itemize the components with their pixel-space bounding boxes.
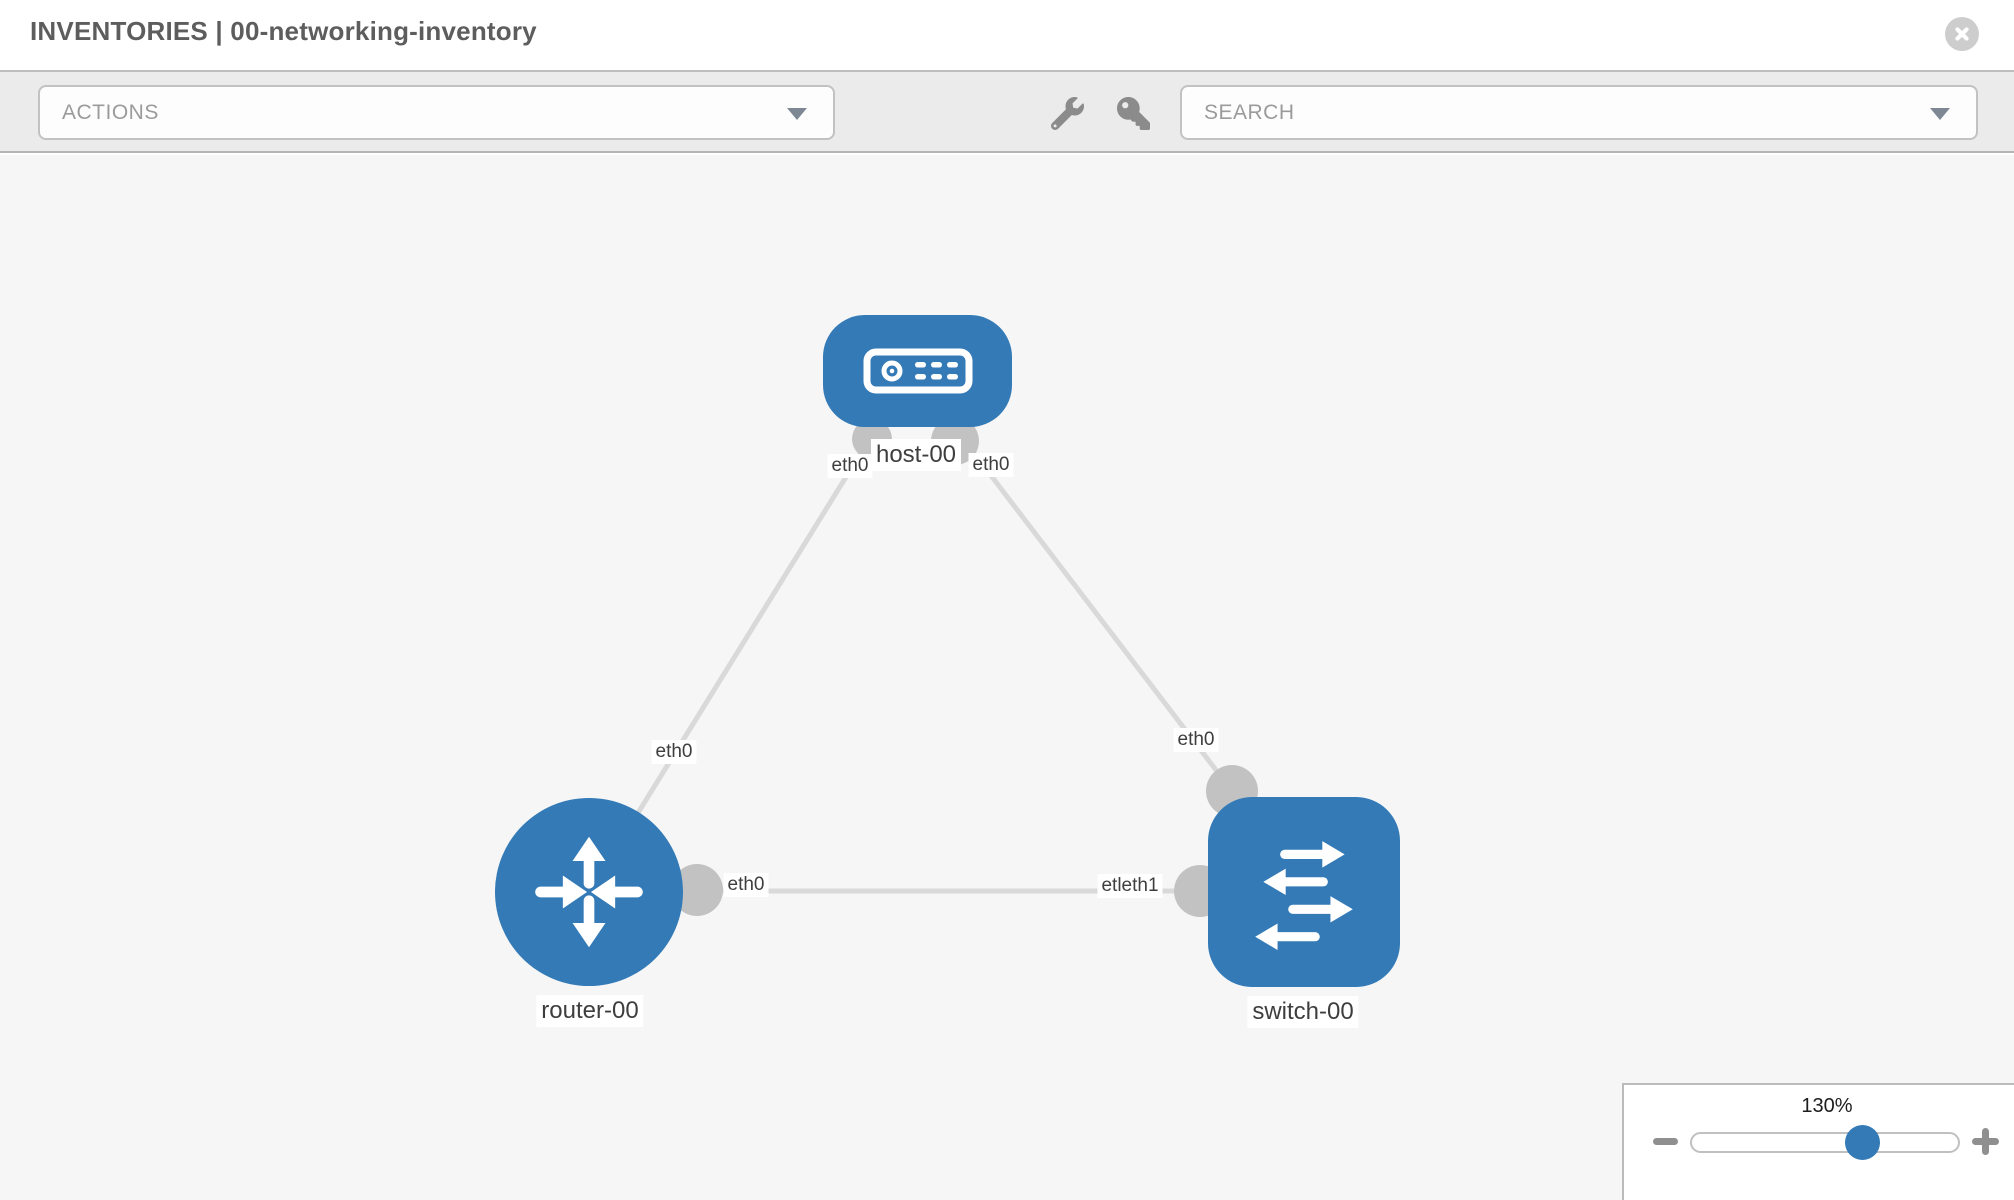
configure-wrench-button[interactable] bbox=[1048, 94, 1086, 132]
zoom-out-button minus-icon[interactable] bbox=[1653, 1138, 1678, 1145]
interface-label-host-eth0-right: eth0 bbox=[968, 453, 1014, 477]
x-circle-icon bbox=[1955, 27, 1969, 41]
zoom-level-value: 130% bbox=[1801, 1095, 1853, 1117]
router-icon bbox=[535, 836, 643, 948]
interface-label-router-eth0-right: eth0 bbox=[723, 873, 769, 897]
interface-label-router-eth0-top: eth0 bbox=[651, 740, 697, 764]
interface-label-host-eth0-left: eth0 bbox=[827, 454, 873, 478]
close-button[interactable] bbox=[1945, 17, 1979, 51]
wrench-icon bbox=[1050, 96, 1084, 130]
node-host-00[interactable] bbox=[823, 315, 1012, 427]
zoom-control-panel: 130% bbox=[1622, 1083, 2014, 1200]
chevron-down-icon bbox=[787, 107, 807, 120]
interface-label-switch-eth1-left: etleth1 bbox=[1097, 874, 1163, 898]
topology-canvas[interactable]: host-00 eth0 eth0 eth0 eth0 router-00 et… bbox=[0, 155, 2014, 1200]
key-icon bbox=[1116, 96, 1150, 130]
node-label-switch-00: switch-00 bbox=[1247, 996, 1359, 1028]
key-credentials-button[interactable] bbox=[1114, 94, 1152, 132]
interface-label-switch-eth0-top: eth0 bbox=[1173, 728, 1219, 752]
zoom-slider-handle[interactable] bbox=[1845, 1125, 1880, 1160]
node-router-00[interactable] bbox=[495, 798, 683, 986]
node-label-host-00: host-00 bbox=[870, 439, 962, 471]
search-dropdown[interactable]: SEARCH bbox=[1180, 85, 1978, 140]
switch-icon bbox=[1255, 841, 1353, 950]
node-switch-00[interactable] bbox=[1208, 797, 1400, 987]
header: INVENTORIES | 00-networking-inventory bbox=[0, 0, 2014, 72]
topology-links bbox=[586, 433, 1304, 894]
actions-dropdown-label: ACTIONS bbox=[62, 100, 159, 124]
zoom-in-button plus-icon[interactable] bbox=[1972, 1128, 1999, 1155]
chevron-down-icon bbox=[1930, 107, 1950, 120]
toolbar: ACTIONS SEARCH bbox=[0, 72, 2014, 153]
actions-dropdown[interactable]: ACTIONS bbox=[38, 85, 835, 140]
node-label-router-00: router-00 bbox=[536, 995, 644, 1027]
zoom-slider-track[interactable] bbox=[1690, 1132, 1960, 1153]
search-input-placeholder: SEARCH bbox=[1204, 100, 1295, 124]
host-device-icon bbox=[863, 348, 972, 394]
page-title: INVENTORIES | 00-networking-inventory bbox=[30, 16, 537, 46]
